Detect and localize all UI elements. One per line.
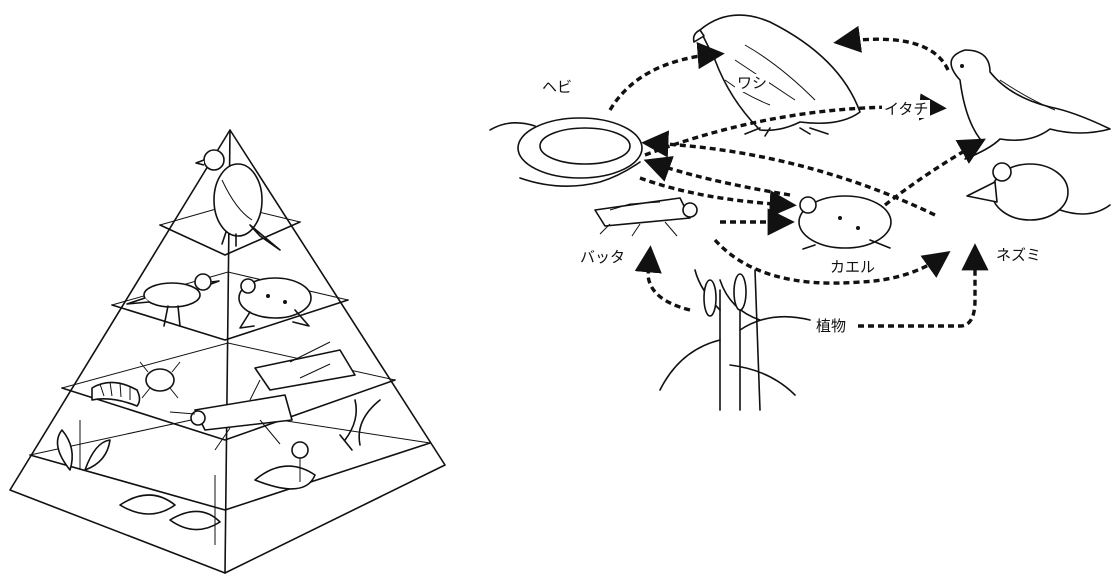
arrow-plant-to-grasshopper bbox=[648, 252, 690, 310]
arrow-weasel-to-eagle bbox=[840, 39, 948, 70]
frog-figure-pyramid bbox=[239, 278, 311, 328]
caterpillar-figure bbox=[92, 382, 140, 406]
arrow-frog-to-weasel bbox=[885, 142, 980, 205]
grasshopper-figure-pyramid bbox=[170, 395, 292, 450]
label-mouse: ネズミ bbox=[994, 246, 1043, 264]
eagle-figure-pyramid bbox=[196, 150, 280, 250]
ecological-pyramid bbox=[10, 130, 445, 573]
eagle-figure bbox=[694, 15, 860, 136]
arrow-snake-to-eagle bbox=[610, 54, 718, 110]
label-frog: カエル bbox=[828, 258, 877, 276]
small-bird-figure bbox=[127, 274, 219, 326]
corn-plant-figure bbox=[660, 270, 810, 410]
weasel-figure bbox=[951, 50, 1110, 159]
grasshopper-figure bbox=[595, 198, 697, 236]
pyramid-tier-secondary-consumers bbox=[112, 272, 348, 340]
label-grasshopper: バッタ bbox=[578, 248, 627, 266]
label-plant: 植物 bbox=[814, 317, 848, 335]
label-weasel: イタチ bbox=[882, 100, 930, 118]
label-eagle: ワシ bbox=[735, 74, 769, 92]
mouse-figure bbox=[967, 163, 1110, 220]
arrow-frog-to-snake bbox=[650, 162, 790, 195]
label-snake: ヘビ bbox=[540, 78, 574, 96]
grasshopper-figure-pyramid-top bbox=[250, 342, 355, 400]
snake-figure bbox=[490, 118, 642, 186]
beetle-figure bbox=[140, 362, 180, 398]
food-web bbox=[490, 15, 1110, 410]
frog-figure bbox=[799, 196, 891, 249]
